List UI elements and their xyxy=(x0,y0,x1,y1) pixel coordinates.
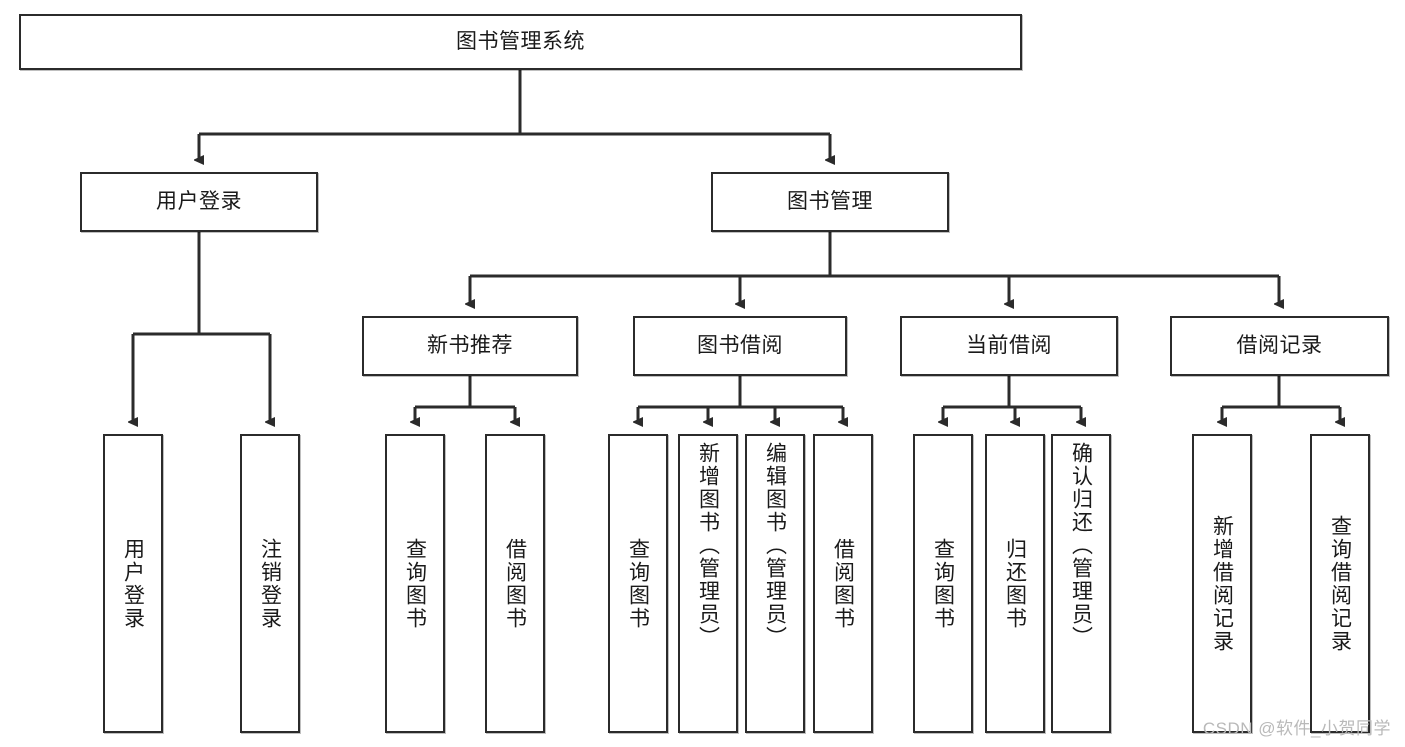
node-root[interactable]: 图书管理系统 xyxy=(19,14,1022,70)
node-leaf-query-book-3[interactable]: 查询图书 xyxy=(913,434,973,733)
node-current-borrow[interactable]: 当前借阅 xyxy=(900,316,1118,376)
node-leaf-query-record[interactable]: 查询借阅记录 xyxy=(1310,434,1370,733)
node-leaf-query-book-2-label: 查询图书 xyxy=(626,537,650,630)
node-leaf-confirm-return-label: 确认归还（管理员） xyxy=(1069,442,1093,649)
node-leaf-return-book-label: 归还图书 xyxy=(1003,537,1027,630)
node-book-borrow[interactable]: 图书借阅 xyxy=(633,316,847,376)
node-current-borrow-label: 当前借阅 xyxy=(966,334,1052,358)
node-new-book-rec-label: 新书推荐 xyxy=(427,334,513,358)
node-user-login-label: 用户登录 xyxy=(156,190,242,214)
node-leaf-edit-book-label: 编辑图书（管理员） xyxy=(763,442,787,649)
node-leaf-edit-book[interactable]: 编辑图书（管理员） xyxy=(745,434,805,733)
node-leaf-add-book[interactable]: 新增图书（管理员） xyxy=(678,434,738,733)
node-leaf-logout[interactable]: 注销登录 xyxy=(240,434,300,733)
node-leaf-confirm-return[interactable]: 确认归还（管理员） xyxy=(1051,434,1111,733)
node-leaf-query-book-1-label: 查询图书 xyxy=(403,537,427,630)
node-leaf-borrow-book-1-label: 借阅图书 xyxy=(503,537,527,630)
node-leaf-user-login[interactable]: 用户登录 xyxy=(103,434,163,733)
node-leaf-query-book-3-label: 查询图书 xyxy=(931,537,955,630)
node-leaf-query-book-1[interactable]: 查询图书 xyxy=(385,434,445,733)
node-user-login[interactable]: 用户登录 xyxy=(80,172,318,232)
node-root-label: 图书管理系统 xyxy=(456,30,585,54)
node-borrow-record[interactable]: 借阅记录 xyxy=(1170,316,1389,376)
node-book-borrow-label: 图书借阅 xyxy=(697,334,783,358)
node-leaf-query-book-2[interactable]: 查询图书 xyxy=(608,434,668,733)
node-book-manage-label: 图书管理 xyxy=(787,190,873,214)
node-leaf-borrow-book-1[interactable]: 借阅图书 xyxy=(485,434,545,733)
node-book-manage[interactable]: 图书管理 xyxy=(711,172,949,232)
node-leaf-return-book[interactable]: 归还图书 xyxy=(985,434,1045,733)
node-borrow-record-label: 借阅记录 xyxy=(1236,334,1323,358)
node-leaf-borrow-book-2-label: 借阅图书 xyxy=(831,537,855,630)
node-leaf-add-record-label: 新增借阅记录 xyxy=(1210,514,1234,653)
node-leaf-add-book-label: 新增图书（管理员） xyxy=(696,442,720,649)
node-new-book-rec[interactable]: 新书推荐 xyxy=(362,316,578,376)
node-leaf-logout-label: 注销登录 xyxy=(258,537,282,630)
node-leaf-user-login-label: 用户登录 xyxy=(121,537,145,630)
node-leaf-borrow-book-2[interactable]: 借阅图书 xyxy=(813,434,873,733)
node-leaf-add-record[interactable]: 新增借阅记录 xyxy=(1192,434,1252,733)
node-leaf-query-record-label: 查询借阅记录 xyxy=(1328,514,1352,653)
